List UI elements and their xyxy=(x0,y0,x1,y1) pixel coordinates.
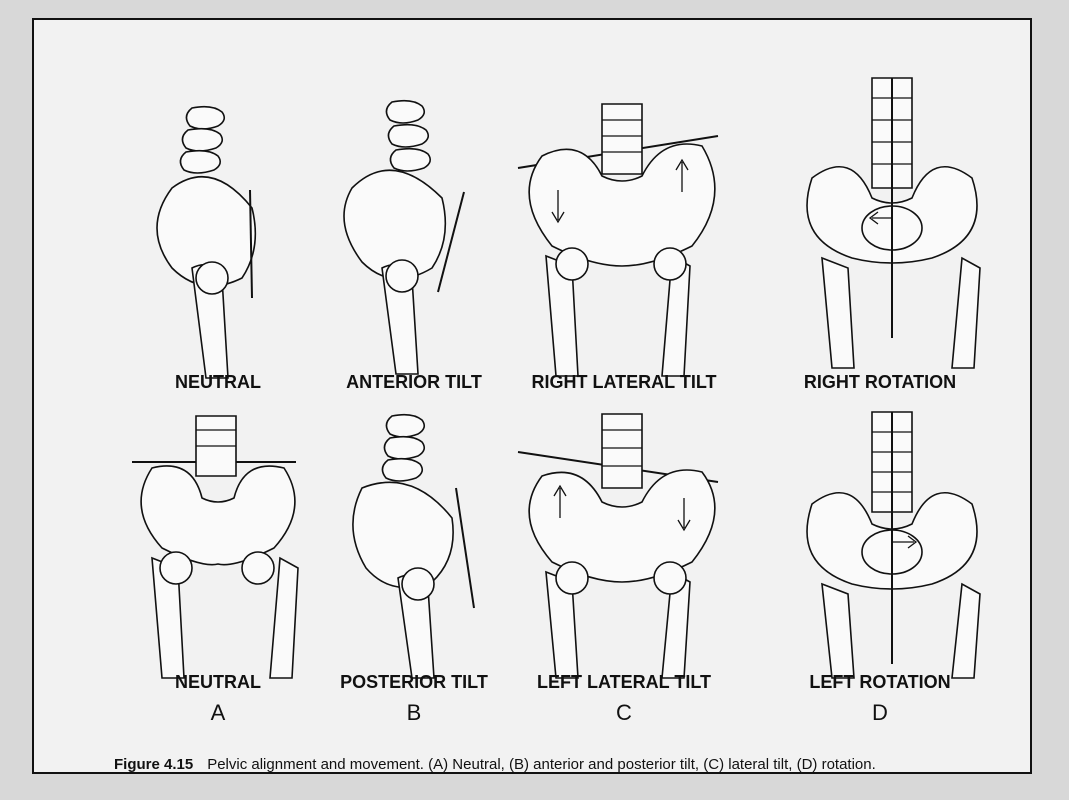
figure-frame: NEUTRAL ANTERIOR TILT RIGHT LATERAL TILT… xyxy=(32,18,1032,774)
panel-label-right-rotation: RIGHT ROTATION xyxy=(804,372,956,393)
panel-label-anterior-tilt: ANTERIOR TILT xyxy=(346,372,482,393)
column-letter-d: D xyxy=(872,700,888,726)
panel-label-left-rotation: LEFT ROTATION xyxy=(809,672,950,693)
pelvis-front-right-rotation-illustration xyxy=(792,68,992,378)
pelvis-side-neutral-illustration xyxy=(132,98,262,378)
pelvis-front-neutral-illustration xyxy=(132,408,312,680)
panel-label-neutral-front: NEUTRAL xyxy=(175,672,261,693)
panel-label-neutral-side: NEUTRAL xyxy=(175,372,261,393)
pelvis-side-posterior-illustration xyxy=(332,408,482,680)
panel-label-right-lateral-tilt: RIGHT LATERAL TILT xyxy=(532,372,717,393)
caption-text: Pelvic alignment and movement. (A) Neutr… xyxy=(207,756,876,773)
column-letter-b: B xyxy=(407,700,422,726)
pelvis-front-right-tilt-illustration xyxy=(512,96,732,378)
pelvis-front-left-tilt-illustration xyxy=(512,406,732,680)
column-letter-c: C xyxy=(616,700,632,726)
figure-caption: Figure 4.15 Pelvic alignment and movement… xyxy=(114,756,876,773)
panel-label-posterior-tilt: POSTERIOR TILT xyxy=(340,672,488,693)
panel-label-left-lateral-tilt: LEFT LATERAL TILT xyxy=(537,672,711,693)
pelvis-side-anterior-illustration xyxy=(332,92,472,378)
column-letter-a: A xyxy=(211,700,226,726)
caption-label: Figure 4.15 xyxy=(114,756,193,773)
pelvis-front-left-rotation-illustration xyxy=(792,404,992,680)
